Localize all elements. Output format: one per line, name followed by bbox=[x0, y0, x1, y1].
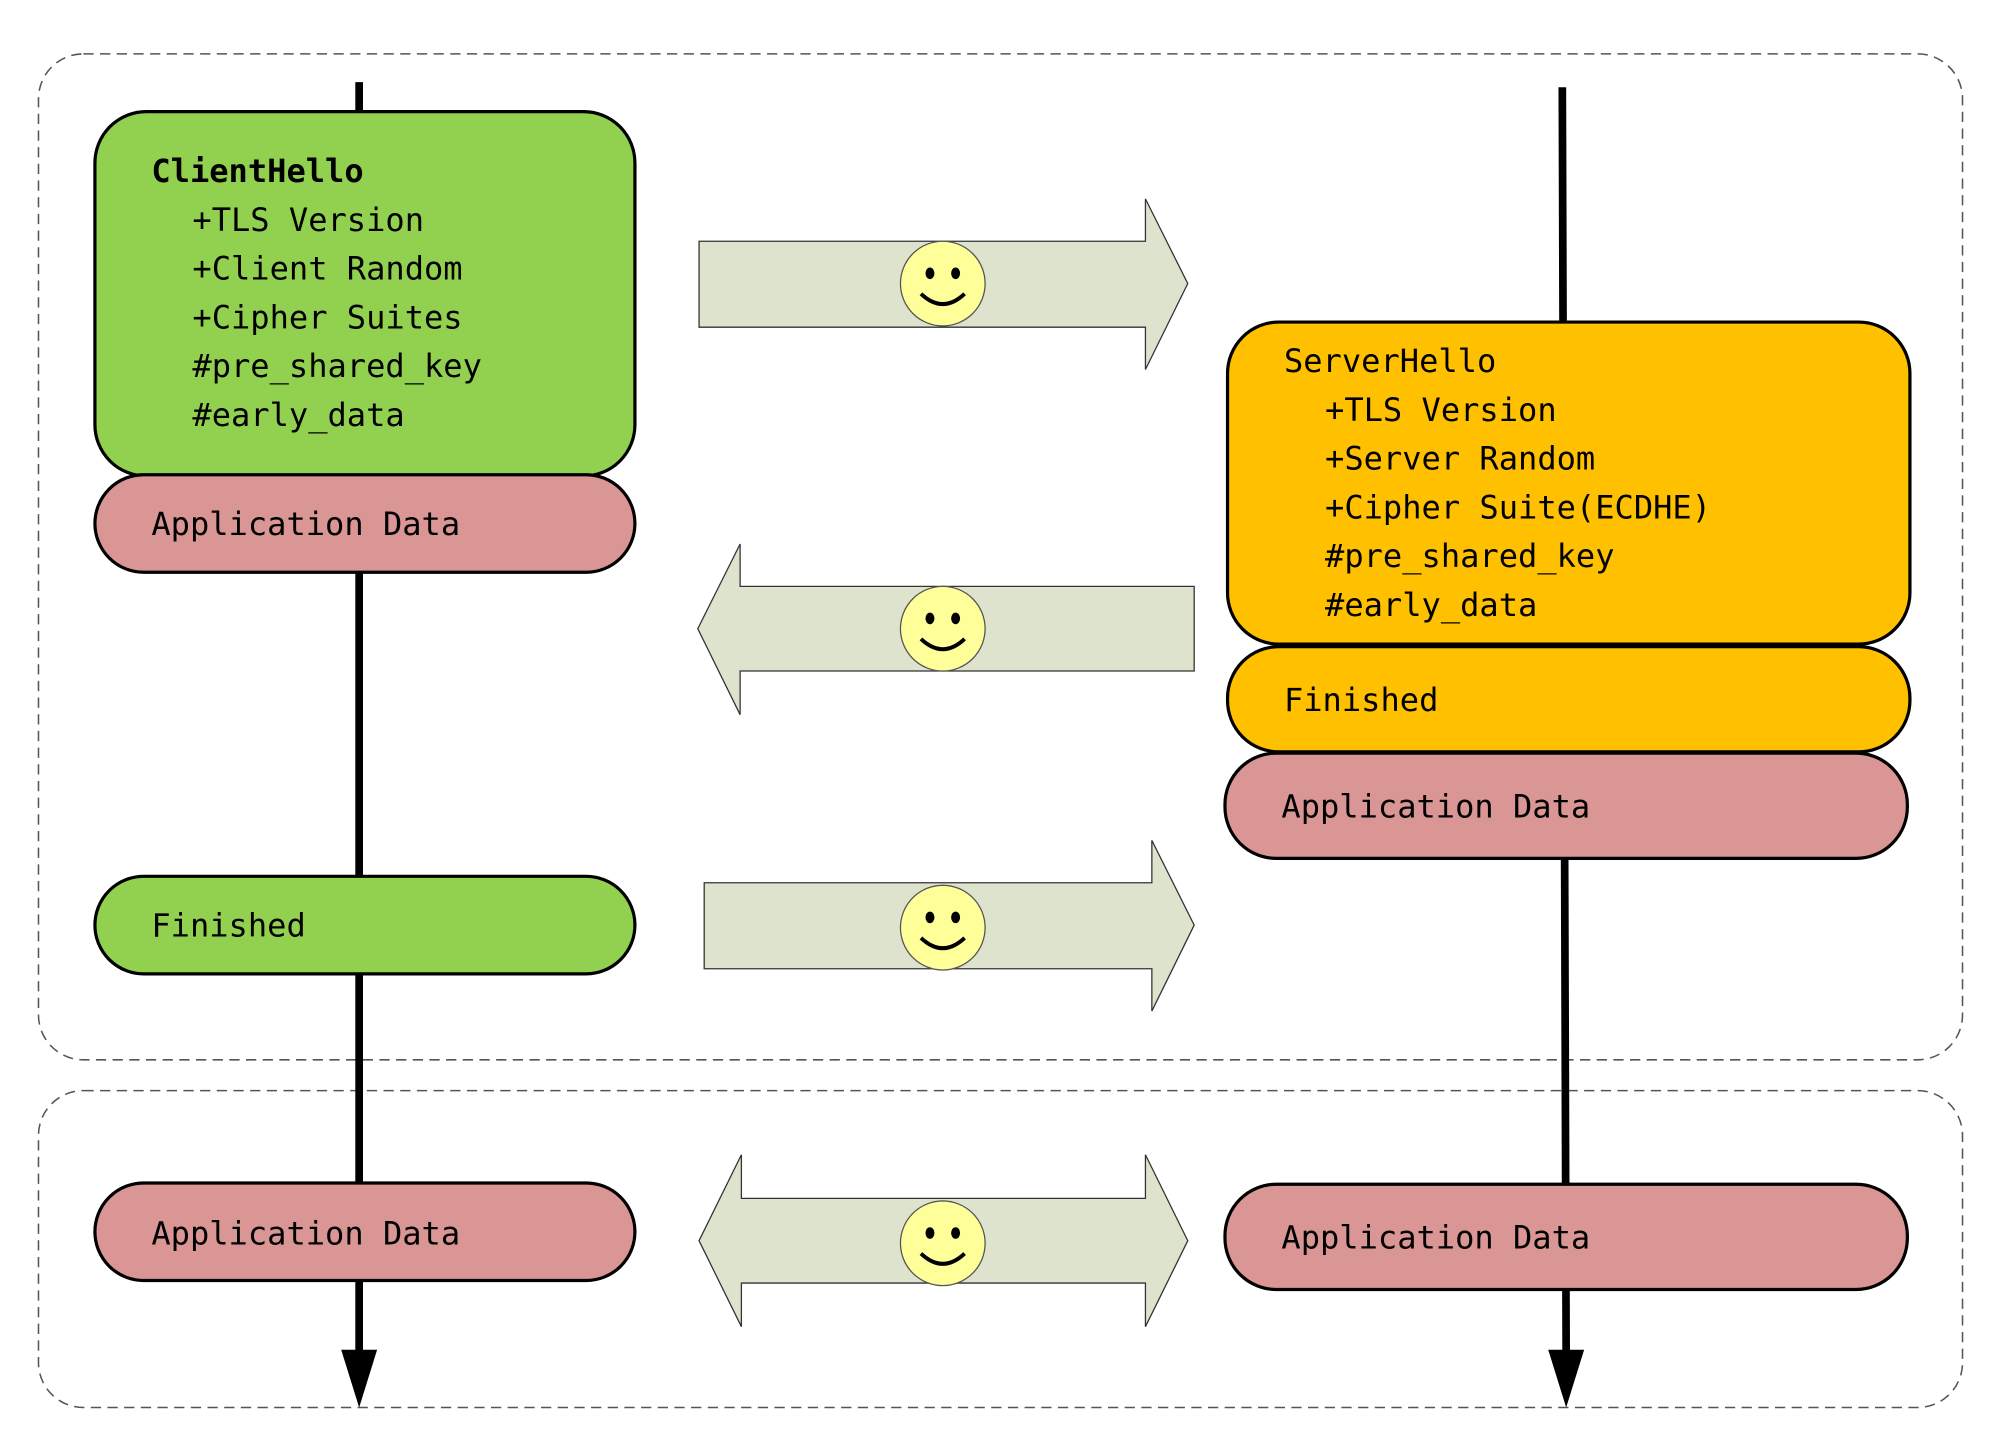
server-app-data-label: Application Data bbox=[1281, 1218, 1590, 1256]
client-early-app-data-box: Application Data bbox=[93, 473, 637, 574]
server-app-data-box-1: Application Data bbox=[1223, 751, 1909, 860]
server-app-data-label: Application Data bbox=[1281, 787, 1590, 825]
client-early-app-data-label: Application Data bbox=[151, 505, 460, 543]
server-app-data-box-2: Application Data bbox=[1223, 1182, 1909, 1292]
server-hello-box: ServerHello +TLS Version +Server Random … bbox=[1225, 320, 1912, 646]
client-to-server-arrow-1 bbox=[698, 198, 1189, 370]
application-phase-box bbox=[37, 1089, 1964, 1409]
smiley-icon bbox=[898, 239, 988, 328]
smiley-icon bbox=[898, 584, 988, 673]
server-hello-item: #pre_shared_key bbox=[1325, 537, 1615, 575]
server-hello-item: +Server Random bbox=[1325, 440, 1595, 478]
client-lifeline-arrowhead bbox=[341, 1349, 378, 1408]
bidirectional-arrow bbox=[698, 1154, 1189, 1327]
client-hello-item: +TLS Version bbox=[192, 201, 424, 239]
client-hello-box: ClientHello +TLS Version +Client Random … bbox=[93, 110, 637, 478]
client-hello-item: #early_data bbox=[192, 396, 404, 434]
client-hello-item: +Cipher Suites bbox=[192, 298, 462, 336]
server-to-client-arrow bbox=[697, 543, 1195, 715]
client-app-data-box: Application Data bbox=[93, 1181, 637, 1283]
server-hello-title: ServerHello bbox=[1284, 342, 1496, 380]
server-hello-item: +Cipher Suite(ECDHE) bbox=[1325, 488, 1711, 526]
server-hello-item: +TLS Version bbox=[1325, 391, 1557, 429]
server-hello-item: #early_data bbox=[1325, 586, 1537, 624]
server-lifeline-arrowhead bbox=[1548, 1349, 1585, 1408]
client-finished-box: Finished bbox=[93, 874, 637, 976]
smiley-icon bbox=[898, 883, 988, 972]
server-finished-label: Finished bbox=[1284, 681, 1438, 719]
client-to-server-arrow-2 bbox=[703, 840, 1195, 1012]
server-finished-box: Finished bbox=[1225, 645, 1912, 754]
client-hello-item: #pre_shared_key bbox=[192, 347, 482, 385]
client-hello-item: +Client Random bbox=[192, 250, 462, 288]
smiley-icon bbox=[898, 1199, 988, 1288]
client-hello-title: ClientHello bbox=[151, 152, 363, 190]
client-app-data-label: Application Data bbox=[151, 1215, 460, 1253]
handshake-phase-box bbox=[37, 53, 1964, 1061]
client-finished-label: Finished bbox=[151, 907, 305, 945]
